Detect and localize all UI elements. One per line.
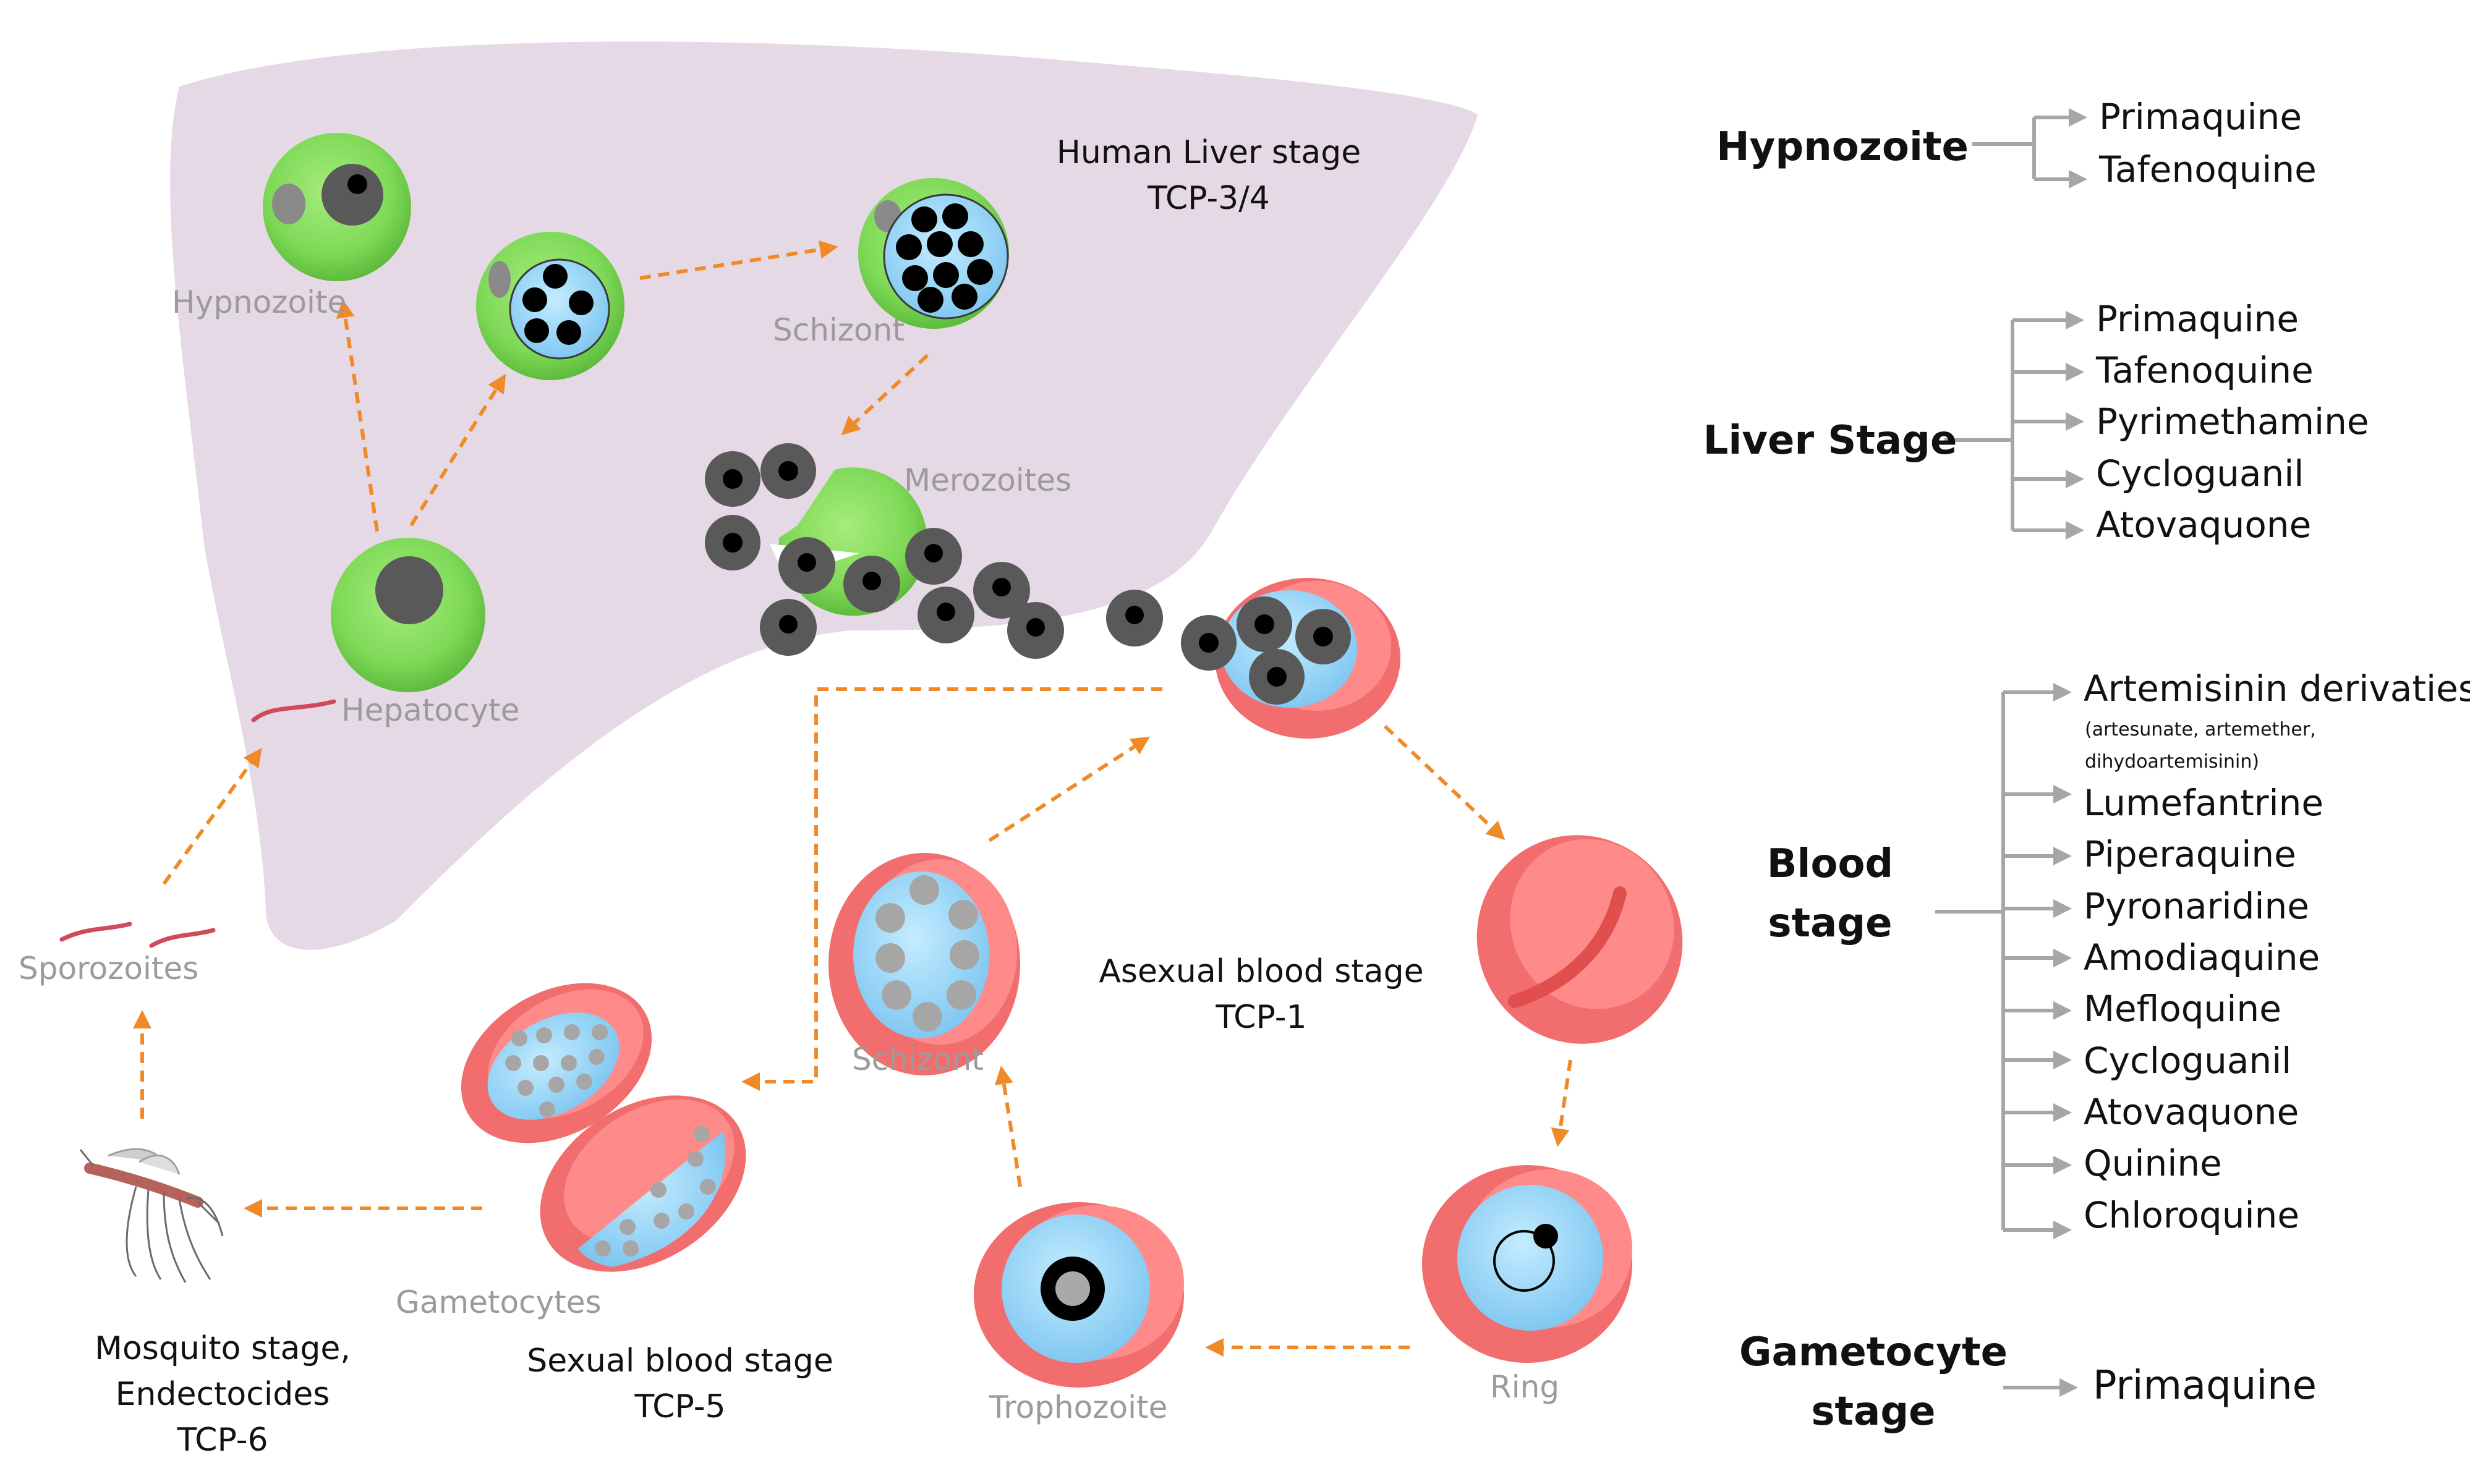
mosquito-stage-title-line2: Endectocides	[115, 1376, 330, 1413]
rbc-merozoite-release	[1181, 578, 1400, 739]
hypnozoite-stage-heading: Hypnozoite	[1716, 124, 1969, 170]
rbc-trophozoite	[974, 1202, 1184, 1388]
sexual-stage-title-line1: Sexual blood stage	[527, 1342, 833, 1380]
gametocyte-stage-heading-line2: stage	[1811, 1389, 1936, 1435]
blood-drug-9: Quinine	[2084, 1142, 2222, 1184]
blood-drug-7: Cycloguanil	[2084, 1040, 2292, 1082]
sporozoites-label: Sporozoites	[19, 951, 199, 986]
liver-drug-1: Primaquine	[2096, 298, 2299, 340]
asexual-stage-title-line1: Asexual blood stage	[1099, 953, 1424, 990]
blood-drug-1-note-line1: (artesunate, artemether,	[2085, 719, 2316, 740]
merozoites-label: Merozoites	[904, 462, 1072, 498]
hepatocyte-label: Hepatocyte	[341, 692, 520, 728]
mosquito-icon	[79, 1148, 224, 1283]
ring-label: Ring	[1490, 1369, 1560, 1405]
blood-drug-1-note: (artesunate, artemether, dihydoartemisin…	[2085, 714, 2316, 778]
asexual-stage-title-line2: TCP-1	[1216, 999, 1307, 1036]
sexual-stage-title-line2: TCP-5	[634, 1388, 726, 1425]
liver-drug-5: Atovaquone	[2096, 504, 2312, 546]
liver-stage-title-line1: Human Liver stage	[1056, 134, 1361, 171]
gametocyte-stage-heading-line1: Gametocyte	[1739, 1329, 2008, 1375]
liver-drug-3: Pyrimethamine	[2096, 401, 2369, 443]
mosquito-stage-title-line3: TCP-6	[177, 1422, 268, 1459]
liver-drug-4: Cycloguanil	[2096, 452, 2304, 494]
schizont-blood-label: Schizont	[852, 1041, 984, 1077]
rbc-uninfected	[1476, 835, 1683, 1044]
blood-drug-1: Artemisinin derivaties	[2084, 668, 2470, 710]
rbc-ring-stage	[1422, 1165, 1632, 1363]
schizont-liver-label: Schizont	[773, 312, 905, 348]
mosquito-stage-title-line1: Mosquito stage,	[95, 1330, 351, 1367]
blood-stage-heading: Blood stage	[1706, 834, 1954, 953]
blood-drug-6: Mefloquine	[2084, 988, 2281, 1030]
liver-schizont-cell	[858, 178, 1009, 329]
blood-drug-5: Amodiaquine	[2084, 936, 2320, 978]
liver-drug-2: Tafenoquine	[2096, 349, 2314, 391]
sexual-stage-title: Sexual blood stage TCP-5	[519, 1338, 841, 1430]
liver-stage-title: Human Liver stage TCP-3/4	[1051, 130, 1366, 221]
trophozoite-label: Trophozoite	[989, 1389, 1168, 1425]
hepatocyte-cell	[331, 538, 485, 692]
blood-stage-heading-line2: stage	[1768, 901, 1893, 946]
gametocyte-drug-1: Primaquine	[2093, 1363, 2317, 1409]
asexual-stage-title: Asexual blood stage TCP-1	[1088, 949, 1434, 1040]
sporozoites	[59, 699, 336, 948]
liver-cycle-arrows	[133, 240, 1572, 1357]
blood-drug-3: Piperaquine	[2084, 833, 2296, 875]
blood-drug-10: Chloroquine	[2084, 1194, 2300, 1236]
hypnozoite-cell	[263, 133, 411, 281]
gametocyte-stage-heading: Gametocyte stage	[1737, 1323, 2009, 1441]
blood-drug-2: Lumefantrine	[2084, 782, 2324, 824]
hypnozoite-label: Hypnozoite	[172, 284, 347, 320]
blood-drug-8: Atovaquone	[2084, 1091, 2299, 1133]
free-merozoites	[760, 528, 1163, 659]
liver-stage-heading: Liver Stage	[1703, 418, 1957, 464]
developing-schizont-cell	[476, 232, 624, 380]
rbc-blood-schizont	[828, 853, 1020, 1075]
hypnozoite-drug-2: Tafenoquine	[2099, 148, 2317, 190]
blood-drug-4: Pyronaridine	[2084, 885, 2309, 927]
blood-drug-1-note-line2: dihydoartemisinin)	[2085, 751, 2260, 773]
hypnozoite-drug-1: Primaquine	[2099, 96, 2302, 138]
gametocytes-label: Gametocytes	[396, 1284, 602, 1320]
blood-stage-heading-line1: Blood	[1766, 841, 1894, 887]
liver-stage-title-line2: TCP-3/4	[1148, 180, 1270, 217]
rbc-gametocytes	[461, 983, 746, 1272]
mosquito-stage-title: Mosquito stage, Endectocides TCP-6	[68, 1326, 377, 1463]
drug-brackets	[1935, 108, 2087, 1397]
